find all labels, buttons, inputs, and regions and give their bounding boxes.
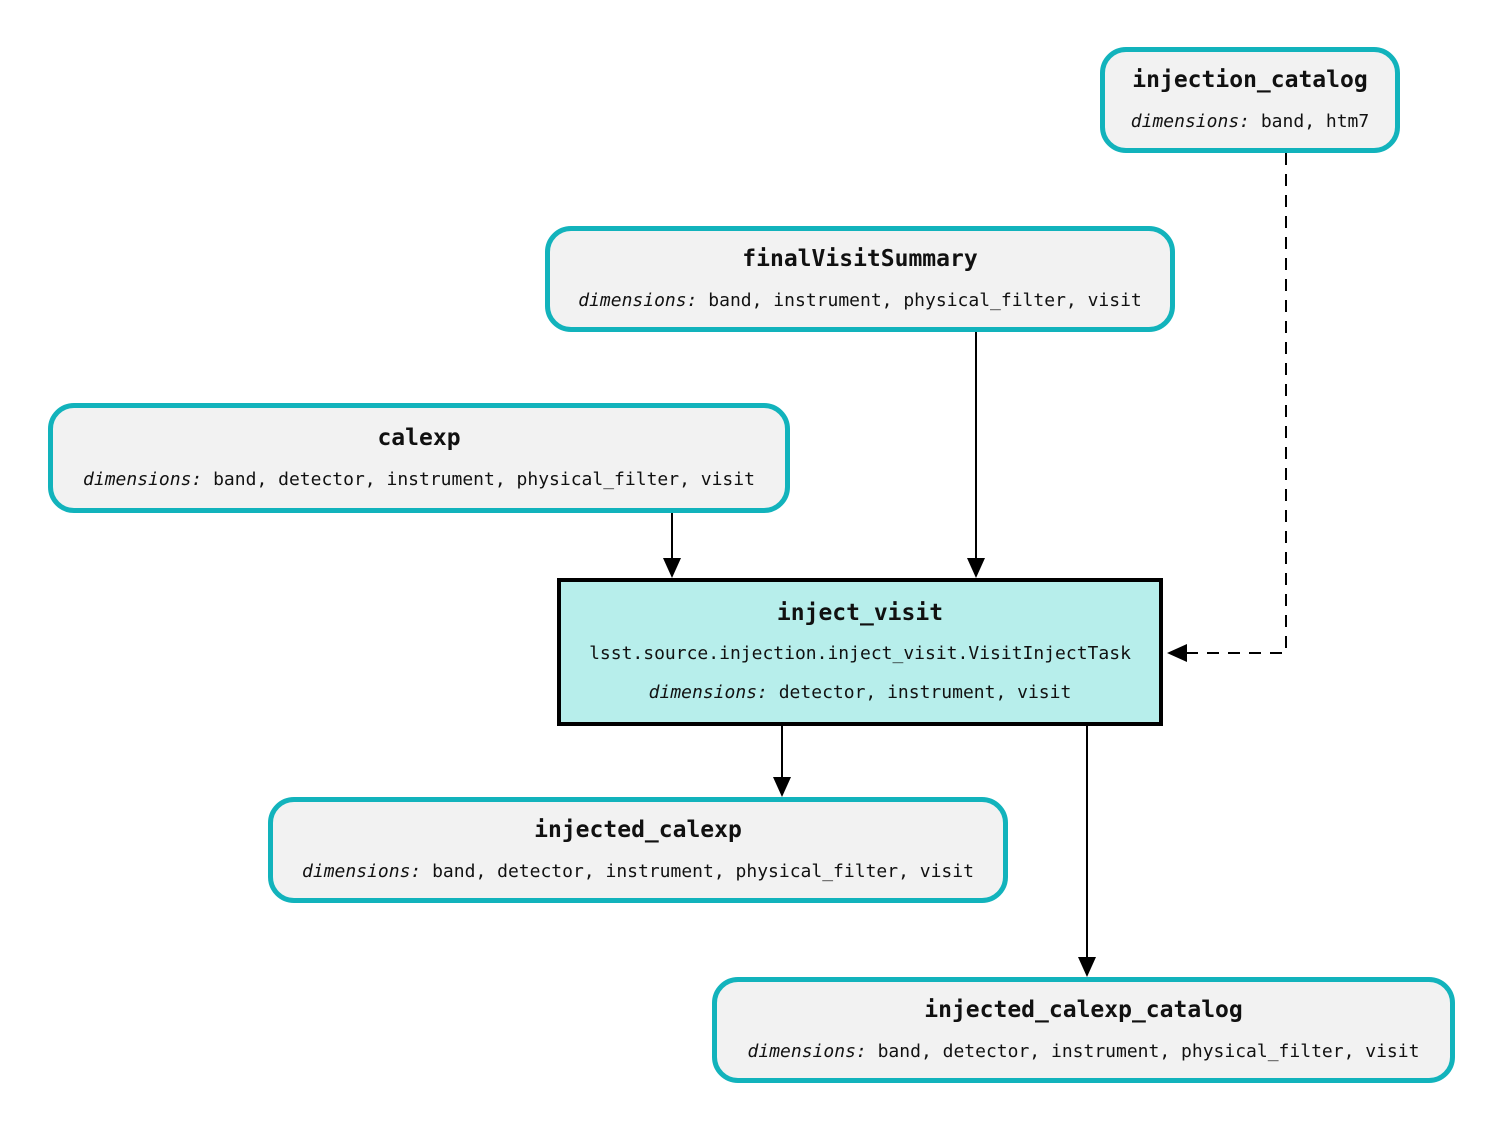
- node-dimensions: dimensions: band, detector, instrument, …: [302, 860, 974, 884]
- dimensions-value: band, detector, instrument, physical_fil…: [432, 861, 974, 882]
- node-title: injected_calexp: [534, 817, 742, 843]
- node-title: inject_visit: [776, 600, 944, 626]
- node-dimensions: dimensions: band, detector, instrument, …: [748, 1040, 1420, 1064]
- edge-injection-catalog-to-inject-visit: [1167, 153, 1287, 662]
- node-dimensions: dimensions: band, htm7: [1131, 110, 1369, 134]
- node-title: finalVisitSummary: [742, 246, 978, 272]
- dimensions-label: dimensions:: [83, 469, 203, 490]
- dimensions-value: band, detector, instrument, physical_fil…: [877, 1041, 1420, 1062]
- node-title: injected_calexp_catalog: [924, 997, 1243, 1023]
- dimensions-label: dimensions:: [1130, 111, 1250, 132]
- edge-inject-visit-to-injected-calexp-catalog: [1078, 726, 1096, 977]
- dimensions-label: dimensions:: [302, 861, 422, 882]
- dimensions-label: dimensions:: [747, 1041, 867, 1062]
- node-injected-calexp-catalog: injected_calexp_catalog dimensions: band…: [712, 977, 1455, 1083]
- edge-calexp-to-inject-visit: [663, 512, 681, 578]
- dimensions-value: band, htm7: [1260, 111, 1370, 132]
- task-class-path: lsst.source.injection.inject_visit.Visit…: [589, 643, 1131, 664]
- dimensions-value: band, instrument, physical_filter, visit: [708, 290, 1142, 311]
- dimensions-value: band, detector, instrument, physical_fil…: [213, 469, 755, 490]
- node-injection-catalog: injection_catalog dimensions: band, htm7: [1100, 47, 1400, 153]
- dimensions-label: dimensions:: [578, 290, 698, 311]
- node-dimensions: dimensions: detector, instrument, visit: [649, 681, 1072, 705]
- node-dimensions: dimensions: band, instrument, physical_f…: [578, 289, 1142, 313]
- node-title: injection_catalog: [1132, 67, 1368, 93]
- node-calexp: calexp dimensions: band, detector, instr…: [48, 403, 790, 513]
- node-finalvisitsummary: finalVisitSummary dimensions: band, inst…: [545, 226, 1175, 332]
- node-dimensions: dimensions: band, detector, instrument, …: [83, 468, 755, 492]
- node-injected-calexp: injected_calexp dimensions: band, detect…: [268, 797, 1008, 903]
- node-inject-visit-task: inject_visit lsst.source.injection.injec…: [557, 578, 1163, 726]
- edge-finalvisitsummary-to-inject-visit: [967, 331, 985, 578]
- dimensions-label: dimensions:: [648, 682, 768, 703]
- dimensions-value: detector, instrument, visit: [778, 682, 1072, 703]
- node-title: calexp: [377, 425, 461, 451]
- edge-inject-visit-to-injected-calexp: [773, 726, 791, 797]
